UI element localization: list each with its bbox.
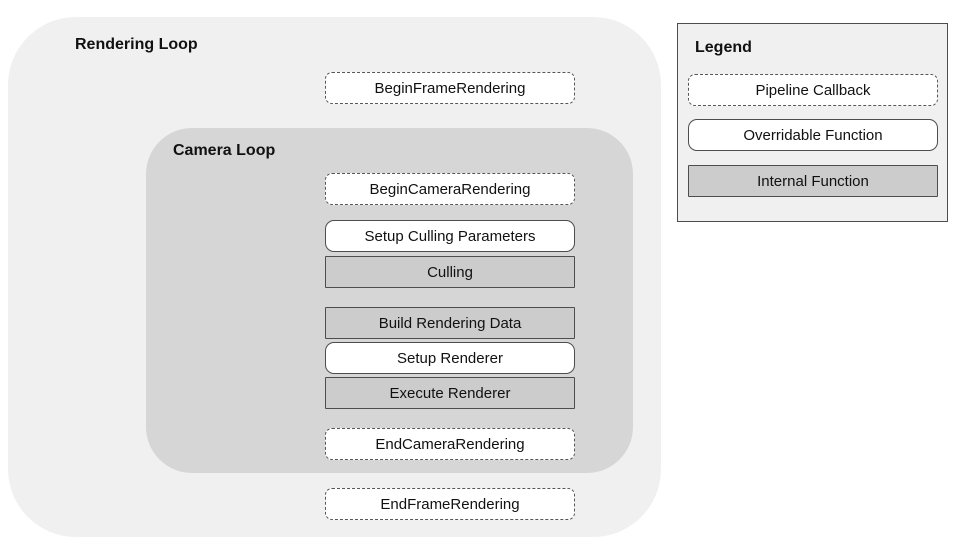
rendering-loop-title: Rendering Loop [75, 36, 198, 53]
node-setup-renderer: Setup Renderer [325, 342, 575, 374]
node-culling: Culling [325, 256, 575, 288]
camera-loop-title: Camera Loop [173, 142, 276, 159]
node-begin-camera-rendering: BeginCameraRendering [325, 173, 575, 205]
legend-title: Legend [695, 39, 752, 56]
node-setup-culling-parameters: Setup Culling Parameters [325, 220, 575, 252]
legend-item-internal-function: Internal Function [688, 165, 938, 197]
legend-item-overridable-function: Overridable Function [688, 119, 938, 151]
legend-item-pipeline-callback: Pipeline Callback [688, 74, 938, 106]
node-build-rendering-data: Build Rendering Data [325, 307, 575, 339]
camera-loop-container: Camera Loop BeginCameraRendering Setup C… [146, 128, 633, 473]
node-execute-renderer: Execute Renderer [325, 377, 575, 409]
node-end-frame-rendering: EndFrameRendering [325, 488, 575, 520]
node-begin-frame-rendering: BeginFrameRendering [325, 72, 575, 104]
legend-panel: Legend Pipeline Callback Overridable Fun… [677, 23, 948, 222]
rendering-loop-container: Rendering Loop BeginFrameRendering Camer… [8, 17, 661, 537]
node-end-camera-rendering: EndCameraRendering [325, 428, 575, 460]
